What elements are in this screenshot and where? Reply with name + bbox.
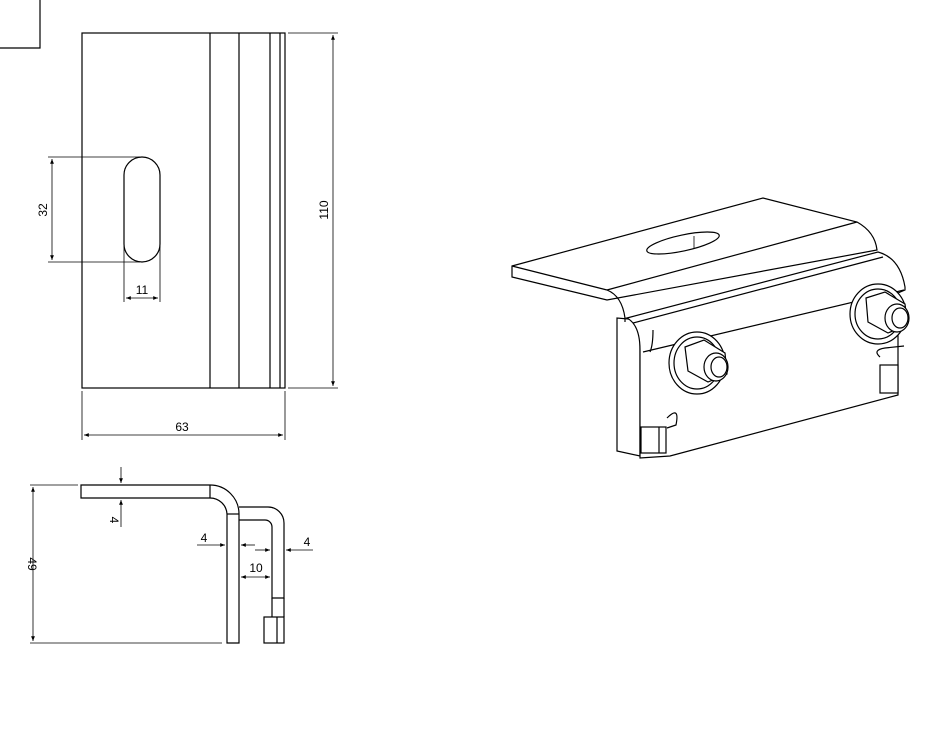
dimension-width: 63 bbox=[81, 391, 286, 440]
dim-label-4-clamp: 4 bbox=[304, 535, 311, 549]
isometric-view bbox=[511, 197, 910, 459]
dim-label-4-top: 4 bbox=[107, 517, 121, 524]
dim-label-11: 11 bbox=[136, 283, 149, 297]
dim-label-49: 49 bbox=[25, 557, 39, 571]
dimension-gap: 10 bbox=[240, 561, 270, 579]
dimension-slot-length: 32 bbox=[36, 156, 140, 263]
dim-label-63: 63 bbox=[175, 420, 189, 434]
nut-left bbox=[668, 331, 729, 395]
dimension-clamp-thickness: 4 bbox=[255, 535, 313, 552]
slot-iso bbox=[646, 231, 720, 255]
dim-label-4-leg: 4 bbox=[201, 531, 208, 545]
title-block-corner bbox=[0, 0, 41, 49]
dimension-slot-width: 11 bbox=[123, 240, 161, 302]
dimension-total-height: 49 bbox=[25, 484, 222, 644]
nut-right bbox=[849, 283, 910, 345]
slot bbox=[123, 156, 161, 263]
side-view: 49 4 4 4 10 bbox=[25, 467, 313, 644]
dim-label-110: 110 bbox=[317, 200, 331, 219]
dim-label-10: 10 bbox=[249, 561, 263, 575]
dimension-leg-thickness: 4 bbox=[197, 531, 255, 547]
top-view: 32 11 110 63 bbox=[36, 32, 338, 440]
dimension-height: 110 bbox=[288, 32, 338, 389]
plate-outline bbox=[81, 32, 286, 389]
dim-label-32: 32 bbox=[36, 203, 50, 217]
dimension-top-thickness: 4 bbox=[107, 467, 123, 527]
